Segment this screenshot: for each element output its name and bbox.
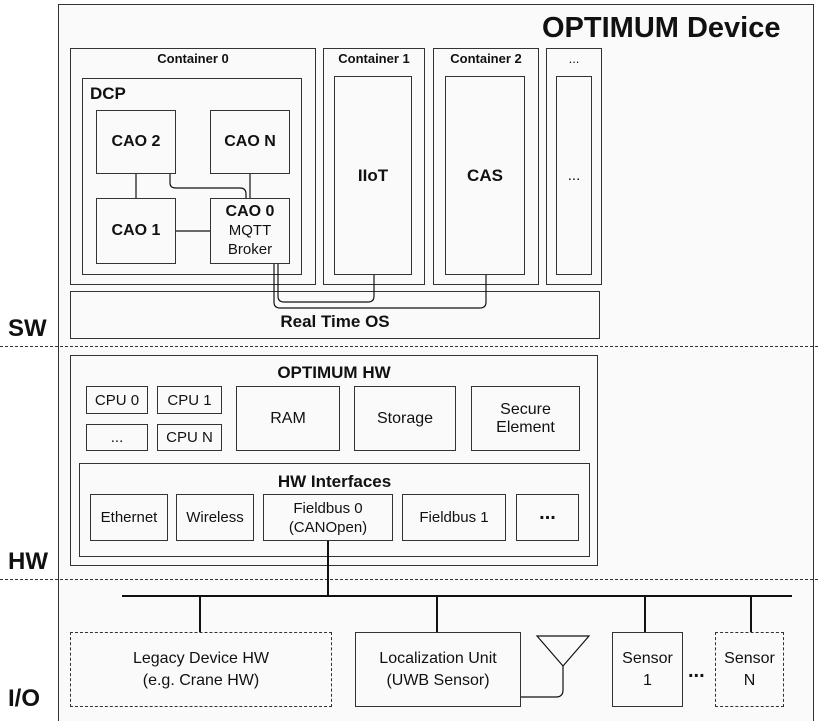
secure-element-box: Secure Element: [471, 386, 580, 451]
fieldbus-0-box: Fieldbus 0 (CANOpen): [263, 494, 393, 541]
sensor-1-box: Sensor 1: [612, 632, 683, 707]
ram-box: RAM: [236, 386, 340, 451]
storage-box: Storage: [354, 386, 456, 451]
cpu-0-box: CPU 0: [86, 386, 148, 414]
cao-0-box: CAO 0 MQTT Broker: [210, 198, 290, 264]
ethernet-box: Ethernet: [90, 494, 168, 541]
layer-label-sw: SW: [8, 315, 47, 342]
iiot-app-box: IIoT: [334, 76, 412, 275]
legacy-device-box: Legacy Device HW (e.g. Crane HW): [70, 632, 332, 707]
cao-n-box: CAO N: [210, 110, 290, 174]
cpu-n-box: CPU N: [157, 424, 222, 451]
container-2-title: Container 2: [450, 51, 522, 66]
localization-unit-box: Localization Unit (UWB Sensor): [355, 632, 521, 707]
optimum-hw-title: OPTIMUM HW: [277, 363, 391, 382]
sensor-ellipsis: ...: [688, 660, 705, 682]
cao-1-box: CAO 1: [96, 198, 176, 264]
interfaces-more-box: ...: [516, 494, 579, 541]
sw-hw-separator: [0, 346, 818, 347]
hw-io-separator: [0, 579, 818, 580]
container-more-title: ...: [568, 51, 580, 66]
fieldbus-1-box: Fieldbus 1: [402, 494, 506, 541]
container-0-title: Container 0: [157, 51, 229, 66]
hw-interfaces-title: HW Interfaces: [277, 472, 392, 491]
device-title: OPTIMUM Device: [542, 12, 781, 44]
rtos-box: Real Time OS: [70, 291, 600, 339]
layer-label-hw: HW: [8, 548, 48, 575]
cao-0-subtitle: MQTT Broker: [227, 222, 273, 258]
layer-label-io: I/O: [8, 685, 41, 712]
cpu-1-box: CPU 1: [157, 386, 222, 414]
container-more-app-box: ...: [556, 76, 592, 275]
cao-2-box: CAO 2: [96, 110, 176, 174]
dcp-label: DCP: [90, 84, 126, 103]
cao-0-title: CAO 0: [225, 203, 275, 220]
cpu-more-box: ...: [86, 424, 148, 451]
container-1-title: Container 1: [338, 51, 410, 66]
wireless-box: Wireless: [176, 494, 254, 541]
cas-app-box: CAS: [445, 76, 525, 275]
sensor-n-box: Sensor N: [715, 632, 784, 707]
